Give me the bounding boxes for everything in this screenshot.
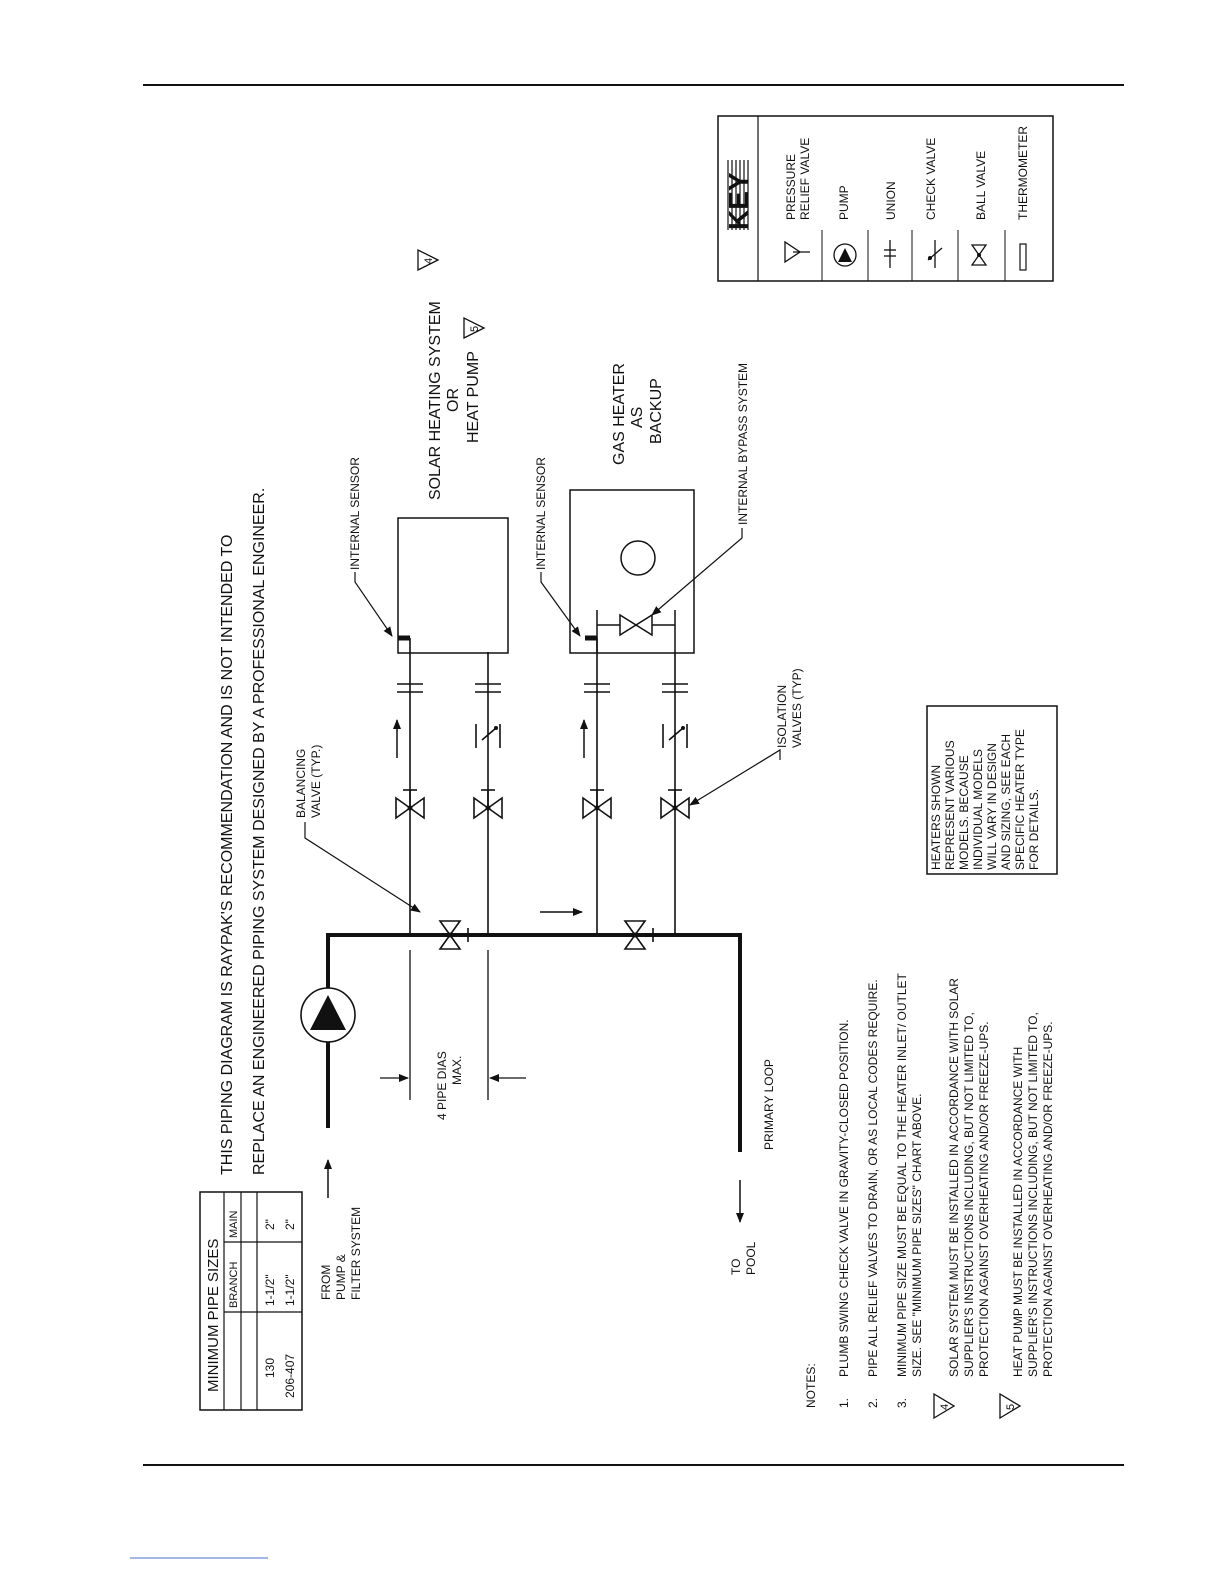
svg-text:FILTER SYSTEM: FILTER SYSTEM <box>349 1207 363 1300</box>
svg-text:MODELS. BECAUSE: MODELS. BECAUSE <box>957 755 971 870</box>
svg-text:4: 4 <box>423 258 435 264</box>
svg-text:WILL VARY IN DESIGN: WILL VARY IN DESIGN <box>985 743 999 870</box>
pressure-relief-valve-icon <box>784 240 810 264</box>
key-label-thermometer: THERMOMETER <box>1016 126 1030 220</box>
note-3: MINIMUM PIPE SIZE MUST BE EQUAL TO THE H… <box>895 972 909 1377</box>
svg-text:1.: 1. <box>837 1398 851 1408</box>
to-pool-label: POOL <box>744 1241 758 1275</box>
gas-heater-label: AS <box>629 407 646 428</box>
pipe-size-table: MINIMUM PIPE SIZES BRANCH MAIN 130 1-1/2… <box>199 1191 303 1411</box>
svg-text:FOR DETAILS.: FOR DETAILS. <box>1027 789 1041 870</box>
balancing-label: VALVE (TYP.) <box>309 745 323 818</box>
note-1: PLUMB SWING CHECK VALVE IN GRAVITY-CLOSE… <box>837 1019 851 1377</box>
notes-title: NOTES: <box>804 1363 818 1408</box>
svg-text:INDIVIDUAL MODELS: INDIVIDUAL MODELS <box>971 749 985 870</box>
note-4: SOLAR SYSTEM MUST BE INSTALLED IN ACCORD… <box>947 978 961 1377</box>
pipe-dias-label: MAX. <box>450 1056 464 1085</box>
pipe-table-header-branch: BRANCH <box>228 1261 240 1308</box>
svg-text:AND SIZING, SEE EACH: AND SIZING, SEE EACH <box>999 734 1013 870</box>
key-label-pressure: PRESSURE <box>784 154 798 220</box>
title-line-2: REPLACE AN ENGINEERED PIPING SYSTEM DESI… <box>251 488 268 1175</box>
bypass-leader <box>651 528 743 616</box>
pipe-table-header-main: MAIN <box>228 1210 240 1238</box>
balancing-label: BALANCING <box>294 749 308 818</box>
primary-loop-label: PRIMARY LOOP <box>762 1059 776 1150</box>
note-ref-5: 5 <box>463 316 486 340</box>
svg-text:5: 5 <box>469 326 481 332</box>
pump-icon <box>833 243 857 267</box>
svg-text:PUMP &: PUMP & <box>334 1254 348 1300</box>
key-label-check: CHECK VALVE <box>924 138 938 220</box>
note-4: SUPPLIER'S INSTRUCTIONS INCLUDING, BUT N… <box>962 1012 976 1377</box>
svg-text:REPRESENT VARIOUS: REPRESENT VARIOUS <box>943 740 957 870</box>
svg-text:3.: 3. <box>895 1398 909 1408</box>
svg-text:SPECIFIC HEATER TYPE: SPECIFIC HEATER TYPE <box>1013 729 1027 870</box>
note-4: PROTECTION AGAINST OVERHEATING AND/OR FR… <box>977 1021 991 1377</box>
pipe-table-branch: 1-1/2" <box>263 1274 277 1306</box>
key-label-union: UNION <box>884 181 898 220</box>
branch-pipes <box>398 637 676 935</box>
isolation-leader <box>689 748 781 806</box>
bypass-valve-icon <box>619 613 653 637</box>
gas-heater-burner <box>620 540 656 576</box>
key-label-ball: BALL VALVE <box>974 151 988 220</box>
bypass-label: INTERNAL BYPASS SYSTEM <box>736 363 750 525</box>
note-5: HEAT PUMP MUST BE INSTALLED IN ACCORDANC… <box>1011 1047 1025 1377</box>
thermometer-icon <box>1019 243 1027 271</box>
svg-text:FROM: FROM <box>319 1265 333 1300</box>
note-5: SUPPLIER'S INSTRUCTIONS INCLUDING, BUT N… <box>1026 1012 1040 1377</box>
isolation-label: VALVES (TYP) <box>790 668 804 748</box>
pipe-table-title: MINIMUM PIPE SIZES <box>205 1239 222 1392</box>
pipe-table-main: 2" <box>283 1219 297 1230</box>
key-title: KEY <box>723 172 754 230</box>
isolation-label: ISOLATION <box>775 685 789 748</box>
sensor-leader <box>354 572 393 637</box>
title-block: THIS PIPING DIAGRAM IS RAYPAK'S RECOMMEN… <box>219 488 268 1175</box>
internal-sensor-label: INTERNAL SENSOR <box>348 457 362 570</box>
solar-heating-label: SOLAR HEATING SYSTEM <box>427 301 444 500</box>
union-icon <box>884 240 896 268</box>
gas-heater-label: GAS HEATER <box>611 363 628 465</box>
ball-valve-icon <box>970 244 988 266</box>
title-line-1: THIS PIPING DIAGRAM IS RAYPAK'S RECOMMEN… <box>219 535 236 1175</box>
balancing-leader <box>304 822 421 913</box>
key-label-pump: PUMP <box>837 185 851 220</box>
primary-loop-pipe <box>326 933 742 1152</box>
notes: NOTES: 1. PLUMB SWING CHECK VALVE IN GRA… <box>804 972 1055 1420</box>
pipe-table-model: 130 <box>263 1358 277 1378</box>
key-label-relief: RELIEF VALVE <box>798 138 812 220</box>
solar-heater-box <box>397 517 509 654</box>
note-2: PIPE ALL RELIEF VALVES TO DRAIN, OR AS L… <box>866 979 880 1377</box>
key-box: KEY PRESSURE RELIEF VALVE PUMP <box>717 115 1054 282</box>
gas-heater-box <box>569 489 695 654</box>
pipe-table-main: 2" <box>263 1219 277 1230</box>
pipe-dias-label: 4 PIPE DIAS <box>435 1051 449 1120</box>
svg-text:4: 4 <box>939 1404 951 1410</box>
to-pool-label: TO <box>729 1259 743 1275</box>
internal-sensor-label: INTERNAL SENSOR <box>534 457 548 570</box>
pipe-table-model: 206-407 <box>283 1354 297 1398</box>
svg-text:2.: 2. <box>866 1398 880 1408</box>
pipe-table-branch: 1-1/2" <box>283 1274 297 1306</box>
gas-heater-label: BACKUP <box>648 378 665 444</box>
solar-heating-label: HEAT PUMP <box>465 351 482 443</box>
sensor-leader <box>540 572 581 637</box>
svg-text:HEATERS SHOWN: HEATERS SHOWN <box>929 765 943 870</box>
solar-heating-label: OR <box>445 388 462 412</box>
from-pump-label: FROM PUMP & FILTER SYSTEM <box>319 1207 363 1300</box>
note-3: SIZE. SEE "MINIMUM PIPE SIZES" CHART ABO… <box>910 1094 924 1377</box>
heater-note-box: HEATERS SHOWN REPRESENT VARIOUS MODELS. … <box>926 705 1058 875</box>
note-5: PROTECTION AGAINST OVERHEATING AND/OR FR… <box>1041 1021 1055 1377</box>
svg-text:5: 5 <box>1005 1404 1017 1410</box>
pump-icon <box>300 987 356 1043</box>
check-valve-icon <box>927 240 943 268</box>
note-ref-4: 4 <box>417 248 440 272</box>
